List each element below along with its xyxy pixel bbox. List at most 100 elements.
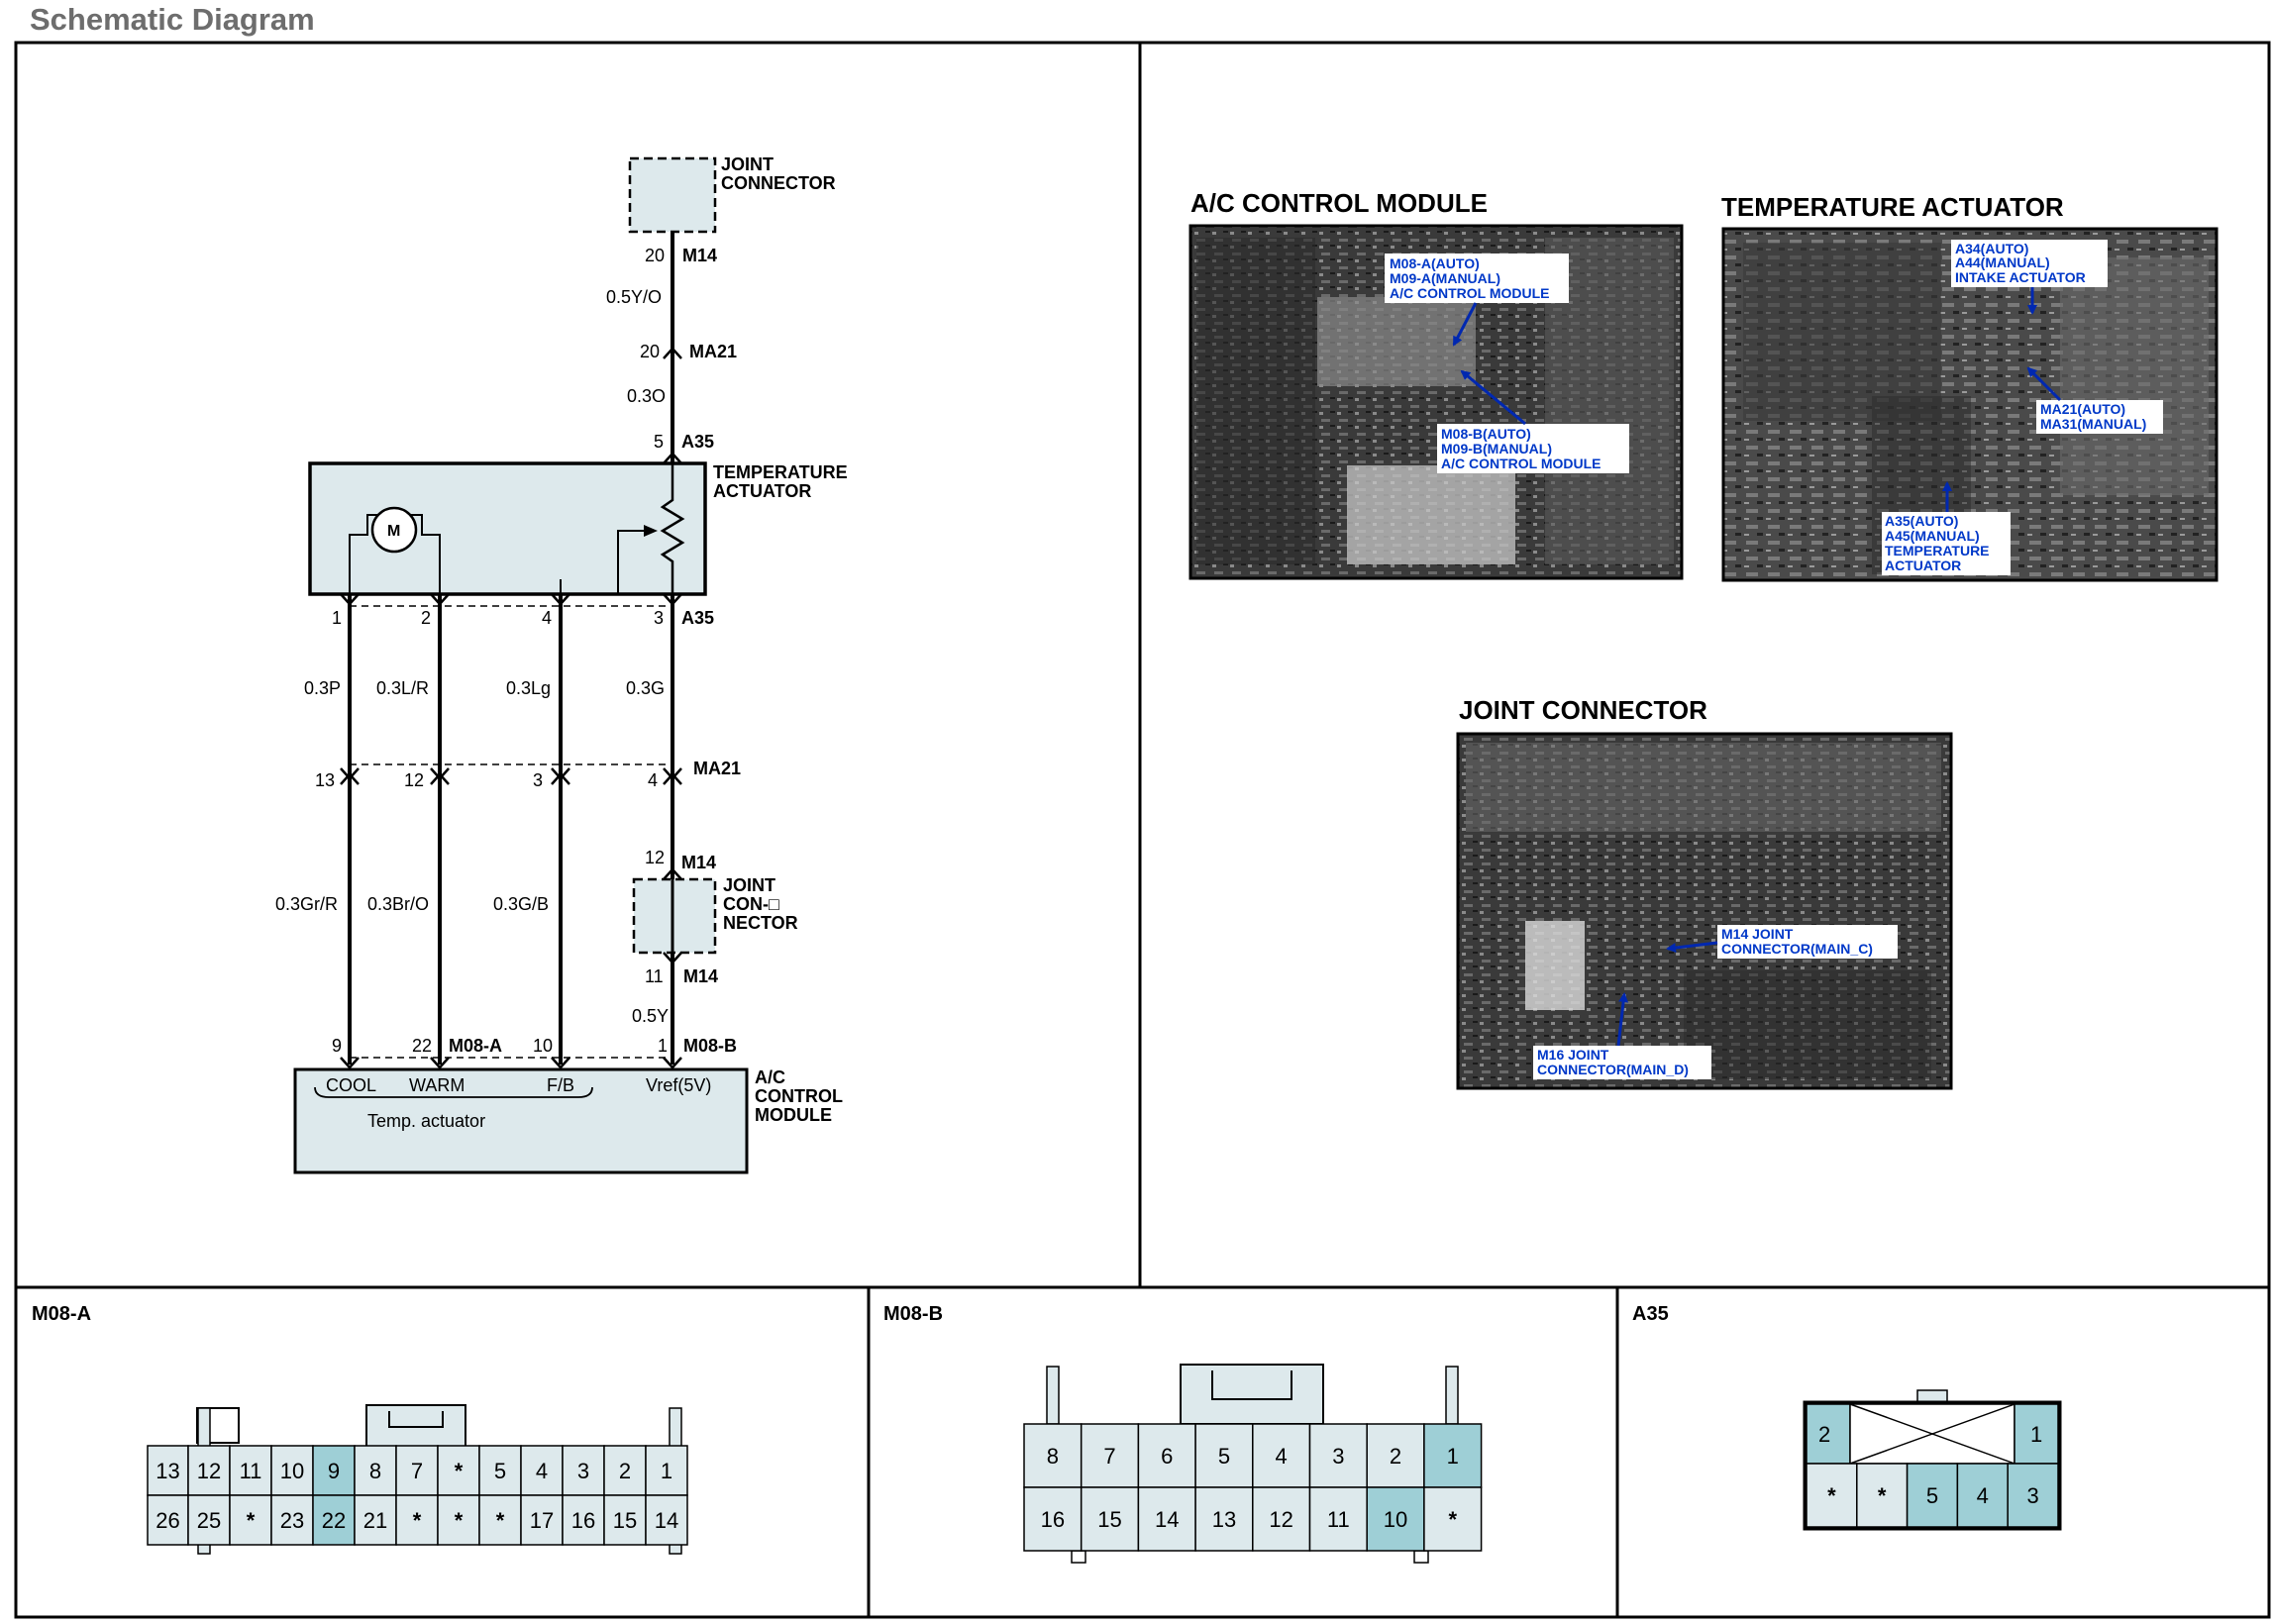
wiring-schematic: JOINT CONNECTOR 20 M14 0.5Y/O 20 MA21 0.… bbox=[275, 154, 848, 1174]
svg-text:M08-A(AUTO): M08-A(AUTO) bbox=[1390, 255, 1480, 271]
m08a-r2-11-cell bbox=[603, 1494, 647, 1546]
temp-actuator-label-2: ACTUATOR bbox=[713, 481, 811, 501]
sheet-frame bbox=[14, 41, 2271, 1619]
m08a-r2-4-cell bbox=[312, 1494, 356, 1546]
m08b-r2-7-cell bbox=[1423, 1486, 1483, 1552]
ma21-bottom-conn: MA21 bbox=[693, 759, 741, 778]
m08b-pin-1: 1 bbox=[658, 1036, 668, 1056]
m08a-r2-10-label: 16 bbox=[571, 1508, 595, 1533]
m08b-r1-3-label: 5 bbox=[1218, 1444, 1230, 1469]
ac-module-label-1: A/C bbox=[755, 1067, 785, 1087]
a35-bottom-2-label: 5 bbox=[1926, 1483, 1938, 1508]
a35-cell-1: 1 bbox=[2030, 1422, 2042, 1447]
m08a-r2-5-label: 21 bbox=[363, 1508, 387, 1533]
joint-connector-mid-label-3: NECTOR bbox=[723, 913, 798, 933]
connector-m08b-title: M08-B bbox=[883, 1303, 943, 1325]
m08a-r2-5-cell bbox=[354, 1494, 397, 1546]
joint-connector-top-label-2: CONNECTOR bbox=[721, 173, 836, 193]
m08a-r1-6-label: 7 bbox=[411, 1459, 423, 1483]
wire-mid-3: 0.3Lg bbox=[506, 678, 551, 698]
wire-mid-1: 0.3P bbox=[304, 678, 341, 698]
m08b-r2-7-label: * bbox=[1448, 1507, 1457, 1532]
m08a-r1-5-label: 8 bbox=[369, 1459, 381, 1483]
m08b-r2-1-label: 15 bbox=[1097, 1507, 1121, 1532]
photo-joint-title: JOINT CONNECTOR bbox=[1459, 695, 1707, 725]
m08b-r2-3-cell bbox=[1194, 1486, 1254, 1552]
m08a-r1-2-label: 11 bbox=[240, 1459, 262, 1483]
svg-text:M16 JOINT: M16 JOINT bbox=[1537, 1047, 1609, 1063]
svg-text:M08-B(AUTO): M08-B(AUTO) bbox=[1441, 426, 1531, 442]
ma21-top-conn: MA21 bbox=[689, 342, 737, 361]
terminal-cool: COOL bbox=[326, 1075, 376, 1095]
m08a-r2-3-label: 23 bbox=[280, 1508, 304, 1533]
a35-bottom-1-label: * bbox=[1878, 1483, 1887, 1508]
a35-bottom-4-cell bbox=[2007, 1463, 2059, 1528]
photo-joint-connector: JOINT CONNECTOR M14 JOINT CONNECTOR(MAIN… bbox=[1456, 695, 1953, 1090]
m08b-r1-0-cell bbox=[1023, 1423, 1083, 1488]
svg-text:INTAKE ACTUATOR: INTAKE ACTUATOR bbox=[1955, 269, 2086, 285]
temp-actuator-group-label: Temp. actuator bbox=[367, 1111, 485, 1131]
m08a-r2-12-label: 14 bbox=[655, 1508, 678, 1533]
temp-actuator-label-1: TEMPERATURE bbox=[713, 462, 848, 482]
m08b-r2-0-label: 16 bbox=[1041, 1507, 1065, 1532]
wire-mid-4: 0.3G bbox=[626, 678, 665, 698]
m08a-r1-11-label: 2 bbox=[619, 1459, 631, 1483]
joint-connector-mid-label-1: JOINT bbox=[723, 875, 775, 895]
m08a-r2-2-cell bbox=[229, 1494, 272, 1546]
ac-module-label-3: MODULE bbox=[755, 1105, 832, 1125]
m08a-r2-6-label: * bbox=[413, 1508, 422, 1533]
m08a-r2-2-label: * bbox=[247, 1508, 256, 1533]
m08b-r1-1-cell bbox=[1080, 1423, 1140, 1488]
m08a-r2-9-cell bbox=[520, 1494, 564, 1546]
joint-connector-top bbox=[628, 156, 717, 234]
photo-temp-title: TEMPERATURE ACTUATOR bbox=[1721, 192, 2064, 222]
ma21-top-pin: 20 bbox=[640, 342, 660, 361]
svg-text:CONNECTOR(MAIN_D): CONNECTOR(MAIN_D) bbox=[1537, 1062, 1689, 1077]
a35-pin-2: 2 bbox=[421, 608, 431, 628]
m08b-r1-2-label: 6 bbox=[1161, 1444, 1173, 1469]
a35-bottom-1-cell bbox=[1856, 1463, 1909, 1528]
m14-top-pin: 20 bbox=[645, 246, 665, 265]
svg-text:A45(MANUAL): A45(MANUAL) bbox=[1885, 528, 1980, 544]
m14-top-conn: M14 bbox=[682, 246, 717, 265]
wire-mid-2: 0.3L/R bbox=[376, 678, 429, 698]
m08a-r1-8-label: 5 bbox=[494, 1459, 506, 1483]
m08a-r2-0-label: 26 bbox=[155, 1508, 179, 1533]
m08b-r2-0-cell bbox=[1023, 1486, 1083, 1552]
m08b-r1-4-label: 4 bbox=[1276, 1444, 1288, 1469]
a35-bottom-3-cell bbox=[1956, 1463, 2009, 1528]
svg-text:TEMPERATURE: TEMPERATURE bbox=[1885, 543, 1990, 558]
a35-pin-1: 1 bbox=[332, 608, 342, 628]
m08a-r2-8-label: * bbox=[496, 1508, 505, 1533]
svg-text:CONNECTOR(MAIN_C): CONNECTOR(MAIN_C) bbox=[1721, 941, 1873, 957]
svg-text:A35(AUTO): A35(AUTO) bbox=[1885, 513, 1958, 529]
m08b-r2-4-label: 12 bbox=[1269, 1507, 1292, 1532]
wire-vref: 0.5Y bbox=[632, 1006, 669, 1026]
m08b-r2-5-cell bbox=[1308, 1486, 1368, 1552]
m08a-r1-12-cell bbox=[645, 1445, 688, 1496]
a35-bottom-3-label: 4 bbox=[1977, 1483, 1989, 1508]
m08a-r2-10-cell bbox=[562, 1494, 605, 1546]
m08a-r1-10-label: 3 bbox=[577, 1459, 589, 1483]
m08b-r1-7-cell bbox=[1423, 1423, 1483, 1488]
m08a-pin-10: 10 bbox=[533, 1036, 553, 1056]
joint-connector-mid bbox=[632, 877, 717, 955]
a35-cell-2: 2 bbox=[1818, 1422, 1830, 1447]
ma21-pin-3: 3 bbox=[533, 770, 543, 790]
motor-label: M bbox=[387, 523, 400, 540]
terminal-warm: WARM bbox=[409, 1075, 465, 1095]
m08b-r2-2-cell bbox=[1137, 1486, 1196, 1552]
m14-out-pin: 11 bbox=[645, 966, 664, 986]
terminal-fb: F/B bbox=[547, 1075, 574, 1095]
joint-connector-top-label-1: JOINT bbox=[721, 154, 774, 174]
wire-top-2: 0.3O bbox=[627, 386, 666, 406]
svg-text:MA21(AUTO): MA21(AUTO) bbox=[2040, 401, 2125, 417]
svg-text:A34(AUTO): A34(AUTO) bbox=[1955, 241, 2028, 256]
m08a-r2-12-cell bbox=[645, 1494, 688, 1546]
m08a-r2-11-label: 15 bbox=[613, 1508, 637, 1533]
m08a-r2-7-cell bbox=[437, 1494, 480, 1546]
